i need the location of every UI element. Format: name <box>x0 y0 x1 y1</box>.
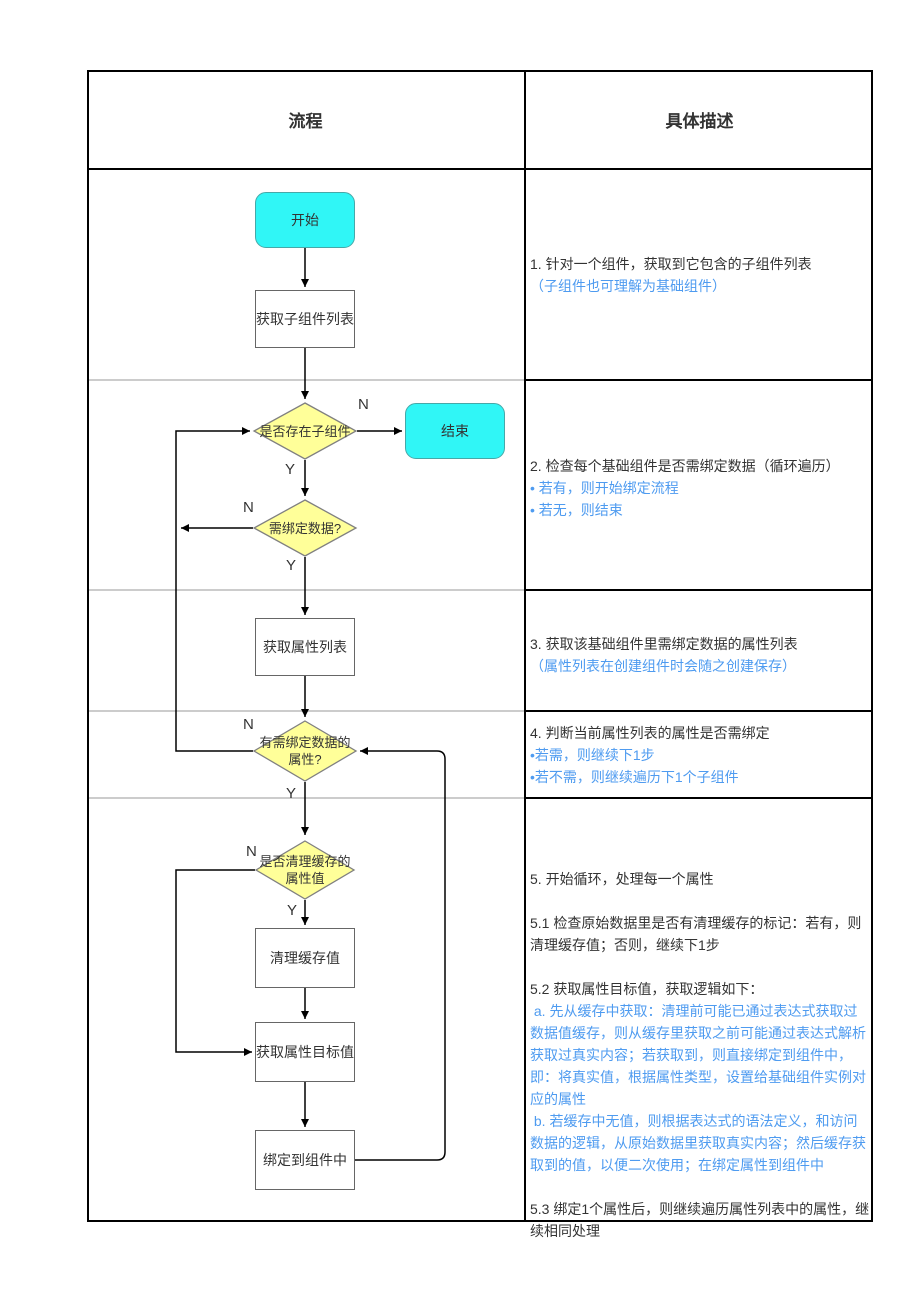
flow-node-clear-value-label: 清理缓存值 <box>270 950 340 966</box>
flow-decision-need-bind-label: 需绑定数据? <box>268 520 342 536</box>
flow-node-get-children: 获取子组件列表 <box>255 290 355 348</box>
column-header-process: 流程 <box>288 111 323 131</box>
desc-4-main: 4. 判断当前属性列表的属性是否需绑定 <box>530 725 770 741</box>
desc-4-bullet-1: •若需，则继续下1步 <box>530 747 655 763</box>
desc-4-bullet-2: •若不需，则继续遍历下1个子组件 <box>530 769 739 785</box>
flow-node-get-target: 获取属性目标值 <box>255 1022 355 1082</box>
desc-2-main: 2. 检查每个基础组件是否需绑定数据（循环遍历） <box>530 458 840 474</box>
branch-label-y1: Y <box>285 461 296 478</box>
flow-node-clear-value: 清理缓存值 <box>255 928 355 988</box>
flow-decision-has-bind-props-line1: 有需绑定数据的 <box>259 735 351 750</box>
flow-decision-clear-cache-line1: 是否清理缓存的 <box>259 854 351 869</box>
connector-bindcomp-loop-to-hasbindprops <box>355 747 446 1161</box>
branch-label-n4: N <box>246 843 257 860</box>
diamond-shape <box>252 402 358 460</box>
description-section-3: 3. 获取该基础组件里需绑定数据的属性列表 （属性列表在创建组件时会随之创建保存… <box>530 633 870 677</box>
branch-label-n1: N <box>358 396 369 413</box>
branch-label-y2: Y <box>286 557 297 574</box>
row-divider-left-1 <box>89 379 524 381</box>
desc-5-p4: 5.3 绑定1个属性后，则继续遍历属性列表中的属性，继续相同处理 <box>530 1201 870 1239</box>
flow-node-get-target-label: 获取属性目标值 <box>256 1044 354 1060</box>
header-divider <box>87 168 873 170</box>
row-divider-right-3 <box>524 710 873 712</box>
branch-label-y3: Y <box>286 785 297 802</box>
desc-3-main: 3. 获取该基础组件里需绑定数据的属性列表 <box>530 636 798 652</box>
branch-label-y4: Y <box>287 902 298 919</box>
diamond-shape <box>252 720 358 782</box>
connector-left-loop-up <box>175 427 253 752</box>
flow-node-get-props-label: 获取属性列表 <box>263 639 347 655</box>
diamond-shape <box>252 499 358 557</box>
branch-label-n2: N <box>243 499 254 516</box>
desc-5-pb: b. 若缓存中无值，则根据表达式的语法定义，和访问数据的逻辑，从原始数据里获取真… <box>530 1113 866 1173</box>
flow-node-start: 开始 <box>255 192 355 248</box>
desc-5-p1: 5. 开始循环，处理每一个属性 <box>530 871 714 887</box>
flow-node-get-children-label: 获取子组件列表 <box>256 311 354 327</box>
column-header-description: 具体描述 <box>665 111 734 131</box>
desc-2-bullet-2: • 若无，则结束 <box>530 502 623 518</box>
desc-2-bullet-1: • 若有，则开始绑定流程 <box>530 480 679 496</box>
row-divider-right-2 <box>524 589 873 591</box>
flow-node-bind-comp: 绑定到组件中 <box>255 1130 355 1190</box>
desc-5-pa: a. 先从缓存中获取：清理前可能已通过表达式获取过数据值缓存，则从缓存里获取之前… <box>530 1003 866 1107</box>
description-section-4: 4. 判断当前属性列表的属性是否需绑定 •若需，则继续下1步 •若不需，则继续遍… <box>530 722 870 788</box>
flow-decision-need-bind: 需绑定数据? <box>252 499 358 557</box>
desc-5-p2: 5.1 检查原始数据里是否有清理缓存的标记：若有，则清理缓存值；否则，继续下1步 <box>530 915 862 953</box>
branch-label-n3: N <box>243 716 254 733</box>
flow-node-end-label: 结束 <box>441 423 469 439</box>
flow-decision-has-bind-props-line2: 属性? <box>288 752 322 767</box>
description-section-2: 2. 检查每个基础组件是否需绑定数据（循环遍历） • 若有，则开始绑定流程 • … <box>530 455 870 521</box>
row-divider-left-2 <box>89 589 524 591</box>
flow-decision-clear-cache-line2: 属性值 <box>285 871 325 886</box>
flow-decision-has-children-label: 是否存在子组件 <box>259 423 351 439</box>
row-divider-right-1 <box>524 379 873 381</box>
flow-node-bind-comp-label: 绑定到组件中 <box>263 1152 347 1168</box>
flow-node-get-props: 获取属性列表 <box>255 618 355 676</box>
flow-decision-clear-cache: 是否清理缓存的 属性值 <box>254 840 356 900</box>
table-frame <box>87 70 873 1222</box>
row-divider-right-4 <box>524 797 873 799</box>
desc-1-note: （子组件也可理解为基础组件） <box>530 278 726 294</box>
description-section-1: 1. 针对一个组件，获取到它包含的子组件列表 （子组件也可理解为基础组件） <box>530 253 870 297</box>
connector-clearcache-n-loop <box>175 869 255 1056</box>
column-divider <box>524 70 526 1222</box>
diamond-shape <box>254 840 356 900</box>
description-section-5: 5. 开始循环，处理每一个属性 5.1 检查原始数据里是否有清理缓存的标记：若有… <box>530 868 870 1242</box>
flow-decision-has-children: 是否存在子组件 <box>252 402 358 460</box>
desc-3-note: （属性列表在创建组件时会随之创建保存） <box>530 658 796 674</box>
desc-5-p3: 5.2 获取属性目标值，获取逻辑如下： <box>530 981 764 997</box>
flow-node-end: 结束 <box>405 403 505 459</box>
desc-1-main: 1. 针对一个组件，获取到它包含的子组件列表 <box>530 256 812 272</box>
flow-node-start-label: 开始 <box>291 212 319 228</box>
row-divider-left-4 <box>89 797 524 799</box>
flow-decision-has-bind-props: 有需绑定数据的 属性? <box>252 720 358 782</box>
